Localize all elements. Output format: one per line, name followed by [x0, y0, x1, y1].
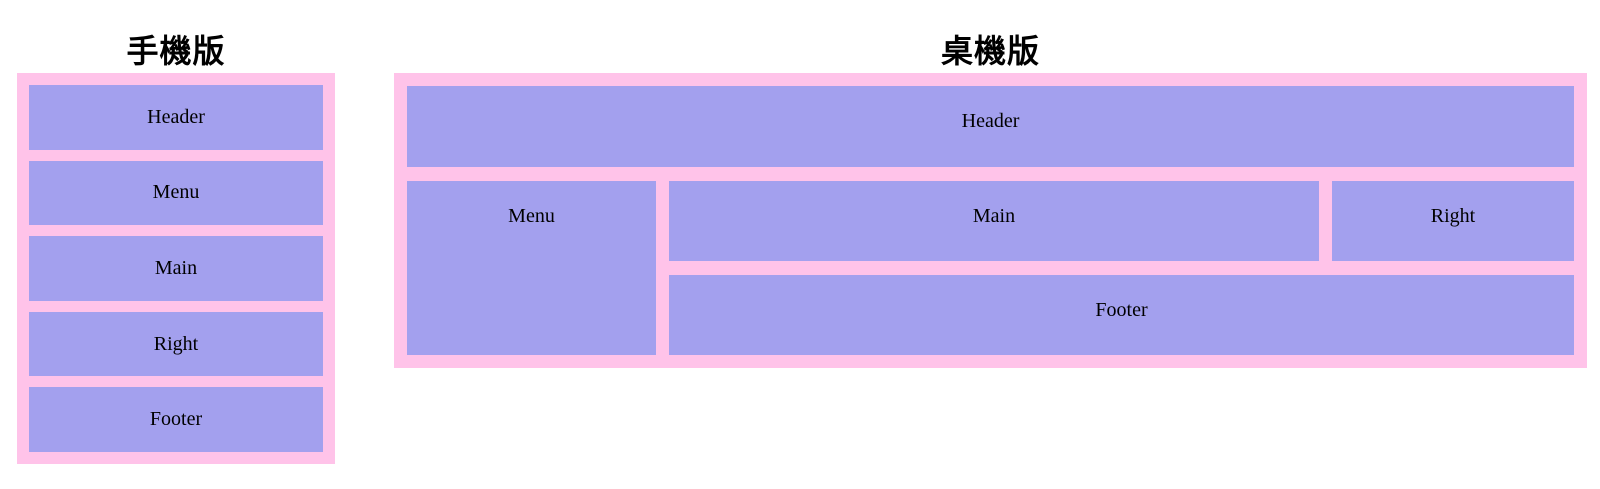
- desktop-footer-box: Footer: [669, 275, 1574, 355]
- mobile-menu-box: Menu: [29, 160, 323, 226]
- desktop-right-box: Right: [1332, 181, 1574, 261]
- desktop-main-box: Main: [669, 181, 1319, 261]
- desktop-section-title: 桌機版: [940, 32, 1040, 69]
- desktop-header-box: Header: [407, 86, 1574, 167]
- mobile-section-title: 手機版: [126, 32, 226, 69]
- mobile-main-box: Main: [29, 236, 323, 301]
- mobile-layout-container: Header Menu Main Right Footer: [17, 73, 335, 464]
- desktop-layout-container: Header Menu Main Right Footer: [394, 73, 1587, 368]
- mobile-right-box: Right: [29, 311, 323, 377]
- mobile-header-box: Header: [29, 85, 323, 150]
- mobile-footer-box: Footer: [29, 387, 323, 452]
- desktop-menu-box: Menu: [407, 181, 656, 355]
